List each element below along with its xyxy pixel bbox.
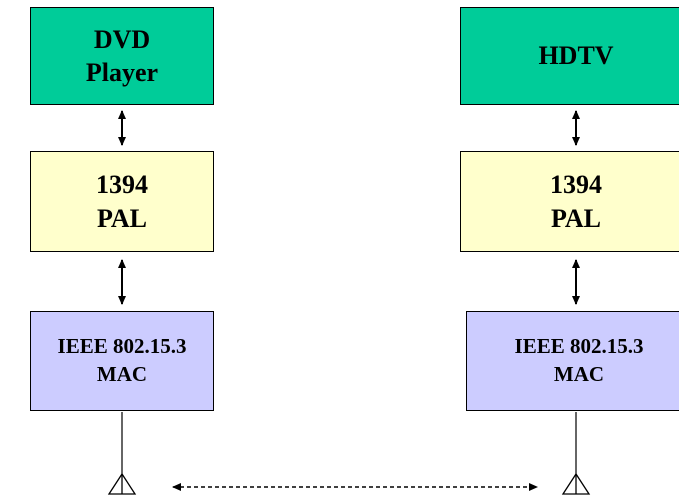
mac-box-right: IEEE 802.15.3 MAC bbox=[466, 311, 679, 411]
pal-box-left: 1394 PAL bbox=[30, 151, 214, 252]
dvd-player-box: DVD Player bbox=[30, 7, 214, 105]
antenna-icon bbox=[107, 472, 137, 495]
pal-box-right: 1394 PAL bbox=[460, 151, 679, 252]
mac-box-left: IEEE 802.15.3 MAC bbox=[30, 311, 214, 411]
hdtv-box: HDTV bbox=[460, 7, 679, 105]
antenna-icon bbox=[561, 472, 591, 495]
